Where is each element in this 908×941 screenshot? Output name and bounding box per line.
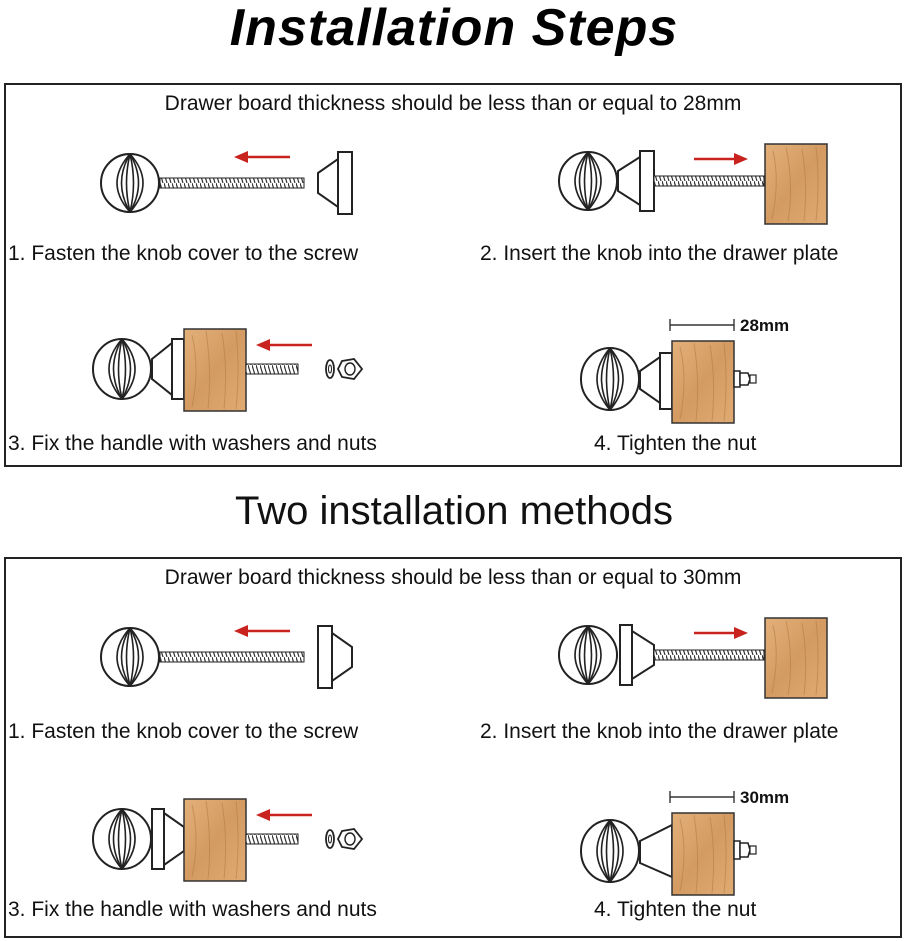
knob-cover-icon [151, 338, 185, 400]
nut-icon [733, 370, 757, 388]
step1-illustration [100, 625, 353, 689]
drawer-plate-icon [183, 328, 247, 412]
drawer-plate-icon [671, 340, 735, 424]
knob-icon [558, 625, 618, 685]
nut-icon [336, 358, 364, 380]
dimension-label: 28mm [740, 316, 789, 335]
screw-icon [245, 363, 299, 375]
section-title: Two installation methods [234, 489, 673, 533]
step4-illustration: 28mm [580, 316, 789, 424]
knob-cover-icon [639, 352, 673, 410]
step3-illustration [92, 798, 364, 882]
knob-cover-icon [317, 151, 353, 215]
drawer-plate-icon [183, 798, 247, 882]
arrow-left-icon [256, 339, 312, 351]
arrow-right-icon [694, 153, 748, 165]
knob-icon [580, 347, 640, 411]
screw-icon [653, 649, 765, 661]
step-caption: 2. Insert the knob into the drawer plate [480, 720, 839, 743]
knob-icon [100, 153, 160, 213]
step2-illustration [558, 617, 828, 699]
step1-illustration [100, 151, 353, 215]
knob-icon [558, 151, 618, 211]
step-caption: 4. Tighten the nut [594, 898, 757, 921]
step-caption: 1. Fasten the knob cover to the screw [8, 720, 359, 743]
dimension-label: 30mm [740, 788, 789, 807]
arrow-left-icon [234, 625, 290, 637]
step-caption: 3. Fix the handle with washers and nuts [8, 898, 377, 921]
screw-icon [653, 175, 765, 187]
thickness-note: Drawer board thickness should be less th… [164, 92, 742, 115]
knob-cover-icon [151, 808, 185, 870]
step2-illustration [558, 143, 828, 225]
knob-icon [92, 808, 152, 870]
step-caption: 4. Tighten the nut [594, 432, 757, 455]
step-caption: 3. Fix the handle with washers and nuts [8, 432, 377, 455]
step4-illustration: 30mm [580, 788, 789, 896]
step-caption: 2. Insert the knob into the drawer plate [480, 242, 839, 265]
knob-icon [580, 819, 640, 883]
arrow-left-icon [234, 151, 290, 163]
nut-icon [336, 828, 364, 850]
page-title: Installation Steps [229, 0, 679, 57]
installation-panel-30mm: Drawer board thickness should be less th… [4, 557, 902, 938]
knob-icon [100, 627, 160, 687]
washer-icon [325, 359, 335, 379]
arrow-left-icon [256, 809, 312, 821]
arrow-right-icon [694, 627, 748, 639]
screw-icon [245, 833, 299, 845]
knob-cover-icon [639, 823, 673, 879]
nut-icon [733, 840, 757, 860]
step-caption: 1. Fasten the knob cover to the screw [8, 242, 359, 265]
thickness-note: Drawer board thickness should be less th… [164, 566, 742, 589]
knob-cover-icon [617, 150, 655, 212]
knob-cover-icon [317, 625, 353, 689]
dimension-line: 30mm [669, 788, 789, 807]
step3-illustration [92, 328, 364, 412]
screw-icon [159, 177, 305, 189]
knob-icon [92, 338, 152, 400]
washer-icon [325, 829, 335, 849]
dimension-line: 28mm [669, 316, 789, 335]
installation-panel-28mm: Drawer board thickness should be less th… [4, 83, 902, 467]
screw-icon [159, 651, 305, 663]
drawer-plate-icon [671, 812, 735, 896]
knob-cover-icon [619, 624, 655, 686]
